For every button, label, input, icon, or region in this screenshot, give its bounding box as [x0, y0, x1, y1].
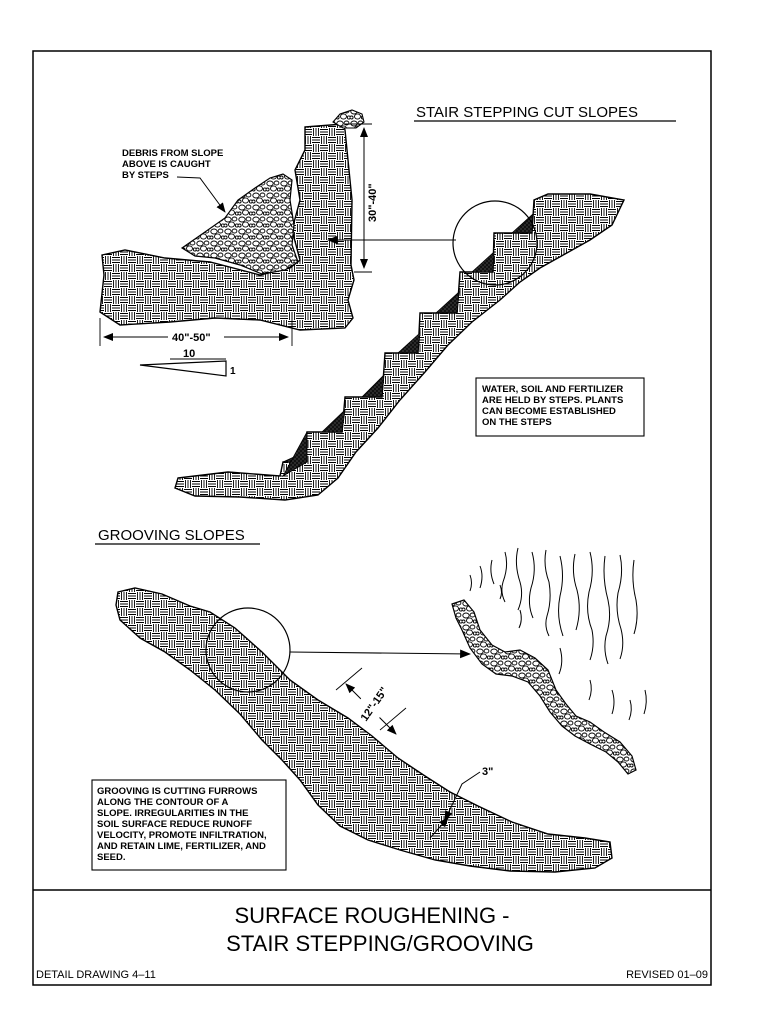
depth-dimension: 3" — [482, 766, 493, 778]
slope-run-label: 10 — [183, 348, 195, 360]
caught-debris — [180, 173, 299, 275]
height-dimension: 30"-40" — [367, 183, 379, 222]
drawing-title-line1: SURFACE ROUGHENING - — [234, 903, 509, 928]
depth-leader — [444, 771, 481, 821]
step-soil-7 — [510, 213, 534, 234]
grooving-note-line2: ALONG THE CONTOUR OF A — [97, 797, 229, 808]
groove-furrow-detail — [451, 599, 637, 775]
step-soil-2 — [321, 408, 346, 433]
grooving-note-line7: SEED. — [97, 852, 126, 863]
step-cross-section — [99, 123, 355, 331]
grooving-note-line6: AND RETAIN LIME, FERTILIZER, AND — [97, 841, 266, 852]
drawing-number: DETAIL DRAWING 4–11 — [36, 969, 156, 981]
water-note-line1: WATER, SOIL AND FERTILIZER — [482, 384, 623, 395]
grooving-note-line1: GROOVING IS CUTTING FURROWS — [97, 786, 257, 797]
grooving-note-line4: SOIL SURFACE REDUCE RUNOFF — [97, 819, 252, 830]
grooving-note-line5: VELOCITY, PROMOTE INFILTRATION, — [97, 830, 267, 841]
slope-rise-label: 1 — [230, 366, 236, 377]
detail-circle-groove — [205, 607, 291, 693]
width-dimension: 40"-50" — [172, 332, 211, 344]
grooving-note-line3: SLOPE. IRREGULARITIES IN THE — [97, 808, 249, 819]
surface-hatch-strokes — [469, 547, 647, 721]
grooving-note-box — [91, 779, 287, 871]
water-note-box — [475, 377, 645, 437]
sheet-border — [32, 50, 712, 986]
grooving-title: GROOVING SLOPES — [98, 527, 245, 544]
debris-leader — [176, 176, 226, 213]
step-soil-5 — [434, 291, 460, 314]
water-note-line4: ON THE STEPS — [482, 417, 552, 428]
step-soil-4 — [396, 332, 421, 354]
water-note-line2: ARE HELD BY STEPS. PLANTS — [482, 395, 623, 406]
revision-date: REVISED 01–09 — [626, 969, 708, 981]
debris-note-line1: DEBRIS FROM SLOPE — [122, 148, 223, 159]
drawing-title-line2: STAIR STEPPING/GROOVING — [226, 931, 534, 956]
step-soil-6 — [470, 251, 495, 273]
stair-stepping-title: STAIR STEPPING CUT SLOPES — [416, 104, 638, 121]
debris-at-top — [332, 109, 365, 129]
debris-note-line3: BY STEPS — [122, 170, 169, 181]
water-note-line3: CAN BECOME ESTABLISHED — [482, 406, 616, 417]
detail-circle-step — [452, 200, 538, 286]
debris-note-line2: ABOVE IS CAUGHT — [122, 159, 211, 170]
slope-ratio-wedge — [139, 360, 227, 377]
step-soil-3 — [361, 373, 385, 398]
groove-callout-arrow — [289, 649, 472, 659]
